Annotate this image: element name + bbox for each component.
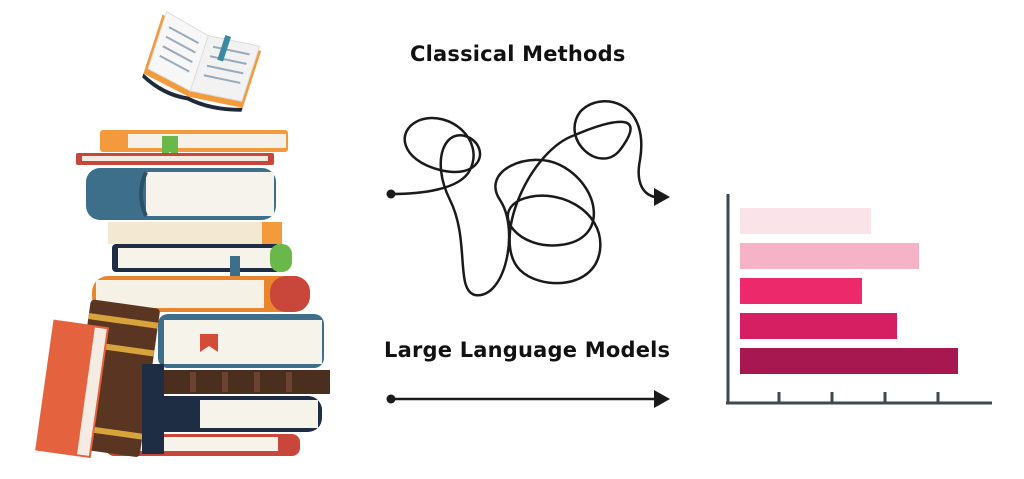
book-leaning-orange bbox=[35, 319, 109, 459]
llm-arrow-head bbox=[654, 390, 670, 408]
classical-methods-arrow bbox=[386, 100, 670, 297]
book-brown bbox=[162, 370, 330, 394]
chart-bar bbox=[740, 243, 919, 269]
book-leaning-navy bbox=[142, 364, 164, 454]
book-cream bbox=[108, 222, 282, 244]
book-navy-bottom bbox=[146, 396, 322, 432]
book-orange-rounded bbox=[92, 276, 310, 312]
bar-chart bbox=[726, 194, 992, 405]
open-book-icon bbox=[142, 10, 262, 112]
book-stack-illustration bbox=[35, 10, 330, 459]
tangled-path bbox=[389, 100, 657, 297]
book-thin-red-pages bbox=[82, 156, 268, 161]
chart-bar bbox=[740, 278, 862, 304]
book-blue-lower bbox=[158, 314, 324, 368]
llm-label: Large Language Models bbox=[384, 338, 671, 362]
classical-methods-label: Classical Methods bbox=[410, 42, 626, 66]
llm-arrow bbox=[386, 390, 670, 408]
chart-bar bbox=[740, 208, 871, 234]
classical-arrow-head bbox=[654, 188, 670, 206]
book-navy-green bbox=[112, 244, 292, 286]
book-orange-top bbox=[100, 130, 288, 158]
chart-bar bbox=[740, 348, 958, 374]
book-blue bbox=[86, 168, 276, 220]
chart-bar bbox=[740, 313, 897, 339]
